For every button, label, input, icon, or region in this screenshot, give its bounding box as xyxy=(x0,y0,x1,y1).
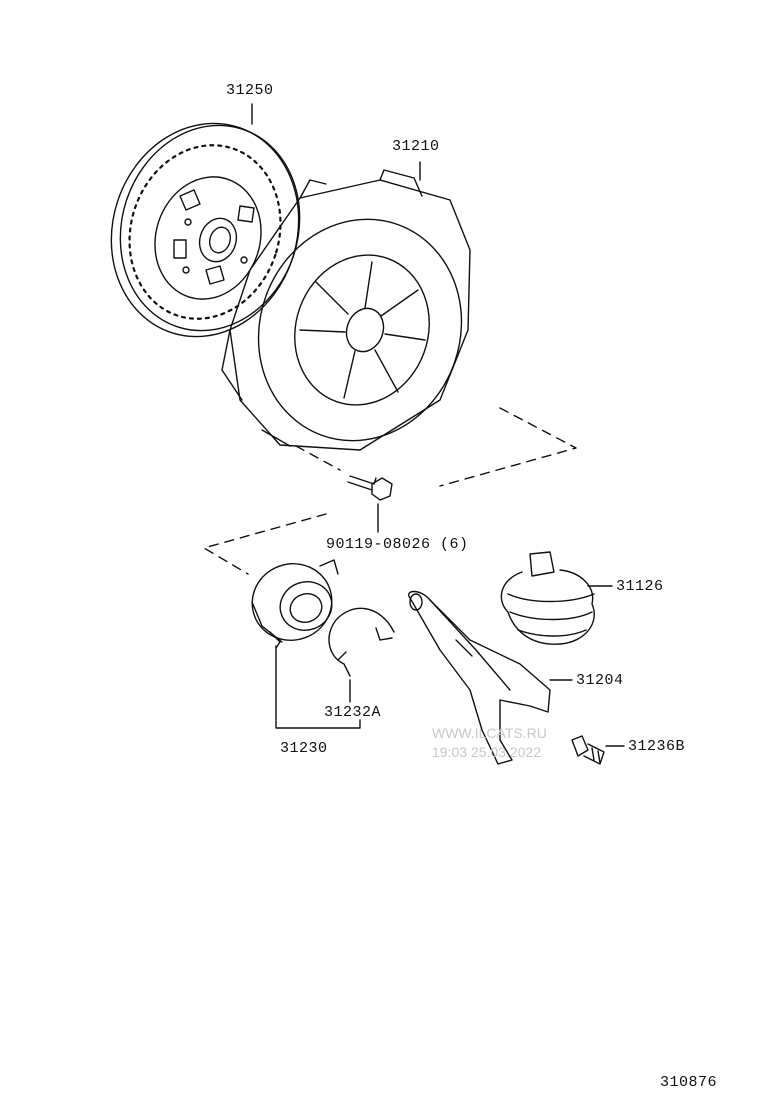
part-label-pivot[interactable]: 31236B xyxy=(628,738,686,755)
part-label-fork[interactable]: 31204 xyxy=(576,672,624,689)
diagram-code: 310876 xyxy=(660,1074,718,1091)
part-label-bearing[interactable]: 31230 xyxy=(280,740,328,757)
part-label-clip[interactable]: 31232A xyxy=(324,704,382,721)
release-bearing-drawing xyxy=(251,559,339,649)
clutch-disc-drawing xyxy=(110,122,301,338)
assembly-dashed-lines xyxy=(203,407,577,575)
clip-drawing xyxy=(328,607,395,677)
release-fork-drawing xyxy=(408,590,551,765)
part-label-cover[interactable]: 31210 xyxy=(392,138,440,155)
boot-drawing xyxy=(500,551,595,645)
part-label-bolt[interactable]: 90119-08026 (6) xyxy=(326,536,469,553)
leader-31230-bracket xyxy=(275,645,361,729)
part-label-disc[interactable]: 31250 xyxy=(226,82,274,99)
watermark-site: WWW.ILCATS.RU xyxy=(432,725,547,741)
clutch-cover-drawing xyxy=(221,169,471,451)
watermark-timestamp: 19:03 25.03.2022 xyxy=(432,744,541,760)
part-label-boot[interactable]: 31126 xyxy=(616,578,664,595)
pivot-drawing xyxy=(571,735,605,765)
bolt-drawing xyxy=(347,475,393,501)
